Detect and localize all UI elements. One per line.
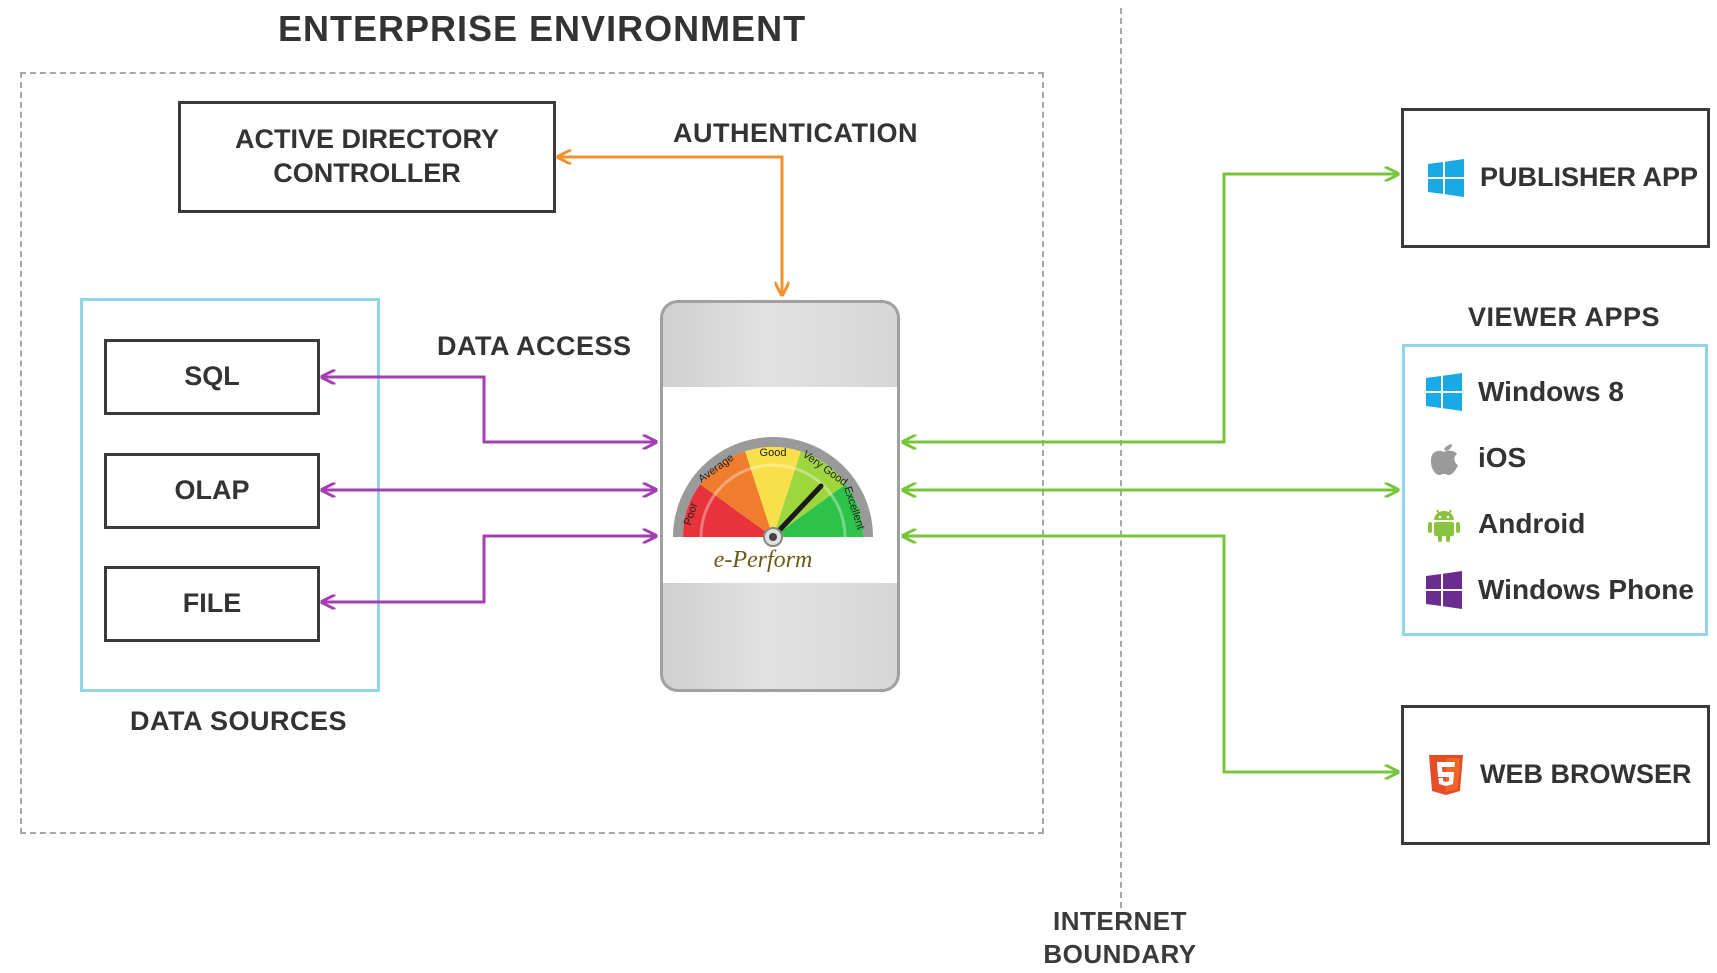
viewer-app-label: Windows 8	[1478, 376, 1624, 407]
enterprise-environment-frame	[20, 72, 1044, 834]
windows-phone-icon	[1426, 571, 1462, 609]
windows-icon	[1426, 373, 1462, 411]
gauge-segment-good	[745, 446, 801, 537]
viewer-app-label: iOS	[1478, 442, 1527, 473]
publisher-app-label: PUBLISHER APP	[1480, 162, 1699, 193]
authentication-label: AUTHENTICATION	[673, 118, 918, 148]
android-icon	[1428, 509, 1460, 542]
viewer-app-ios: iOS	[1424, 438, 1526, 478]
sql-box: SQL	[104, 339, 320, 415]
web-browser-box: WEB BROWSER	[1401, 705, 1710, 845]
viewer-app-windows-phone: Windows Phone	[1424, 570, 1694, 610]
viewer-app-label: Windows Phone	[1478, 574, 1694, 605]
apple-icon	[1430, 444, 1458, 475]
gauge-inner-arc	[699, 463, 847, 538]
internet-boundary-label: INTERNET BOUNDARY	[1020, 905, 1220, 971]
viewer-app-windows-8: Windows 8	[1424, 372, 1624, 412]
gauge-segment-excellent	[773, 484, 863, 537]
publisher-app-connector	[903, 174, 1398, 442]
e-perform-brand: e-Perform	[714, 547, 813, 573]
viewer-apps-frame	[1402, 344, 1708, 636]
web-browser-connector	[903, 536, 1398, 772]
authentication-connector	[558, 157, 782, 295]
html5-icon	[1429, 755, 1463, 795]
olap-box: OLAP	[104, 453, 320, 529]
gauge-needle	[770, 483, 824, 540]
internet-boundary-line	[1120, 8, 1122, 908]
gauge-segment-average	[700, 451, 773, 537]
data-access-label: DATA ACCESS	[437, 331, 632, 361]
viewer-apps-label: VIEWER APPS	[1468, 302, 1661, 332]
gauge-label-good: Good	[760, 447, 787, 459]
internet-boundary-line1: INTERNET	[1053, 906, 1187, 936]
viewer-app-android: Android	[1424, 504, 1585, 544]
file-box: FILE	[104, 566, 320, 642]
web-browser-label: WEB BROWSER	[1480, 759, 1692, 790]
publisher-app-box: PUBLISHER APP	[1401, 108, 1710, 248]
active-directory-line2: CONTROLLER	[273, 158, 461, 188]
e-perform-gauge: Poor Average Good Very Good Excellent e-…	[673, 437, 873, 573]
active-directory-line1: ACTIVE DIRECTORY	[234, 124, 500, 155]
enterprise-environment-title: ENTERPRISE ENVIRONMENT	[278, 8, 807, 49]
windows-icon	[1428, 159, 1464, 197]
sql-connector	[322, 377, 656, 442]
active-directory-controller-box: ACTIVE DIRECTORY CONTROLLER	[178, 101, 556, 213]
internet-boundary-line2: BOUNDARY	[1043, 939, 1197, 969]
data-sources-label: DATA SOURCES	[130, 706, 348, 736]
viewer-app-label: Android	[1478, 508, 1586, 539]
gauge-segment-poor	[683, 484, 773, 537]
file-connector	[322, 536, 656, 602]
gauge-bezel	[673, 437, 873, 537]
gauge-hub-center	[769, 533, 777, 541]
e-perform-screen: Poor Average Good Very Good Excellent e-…	[663, 387, 897, 583]
